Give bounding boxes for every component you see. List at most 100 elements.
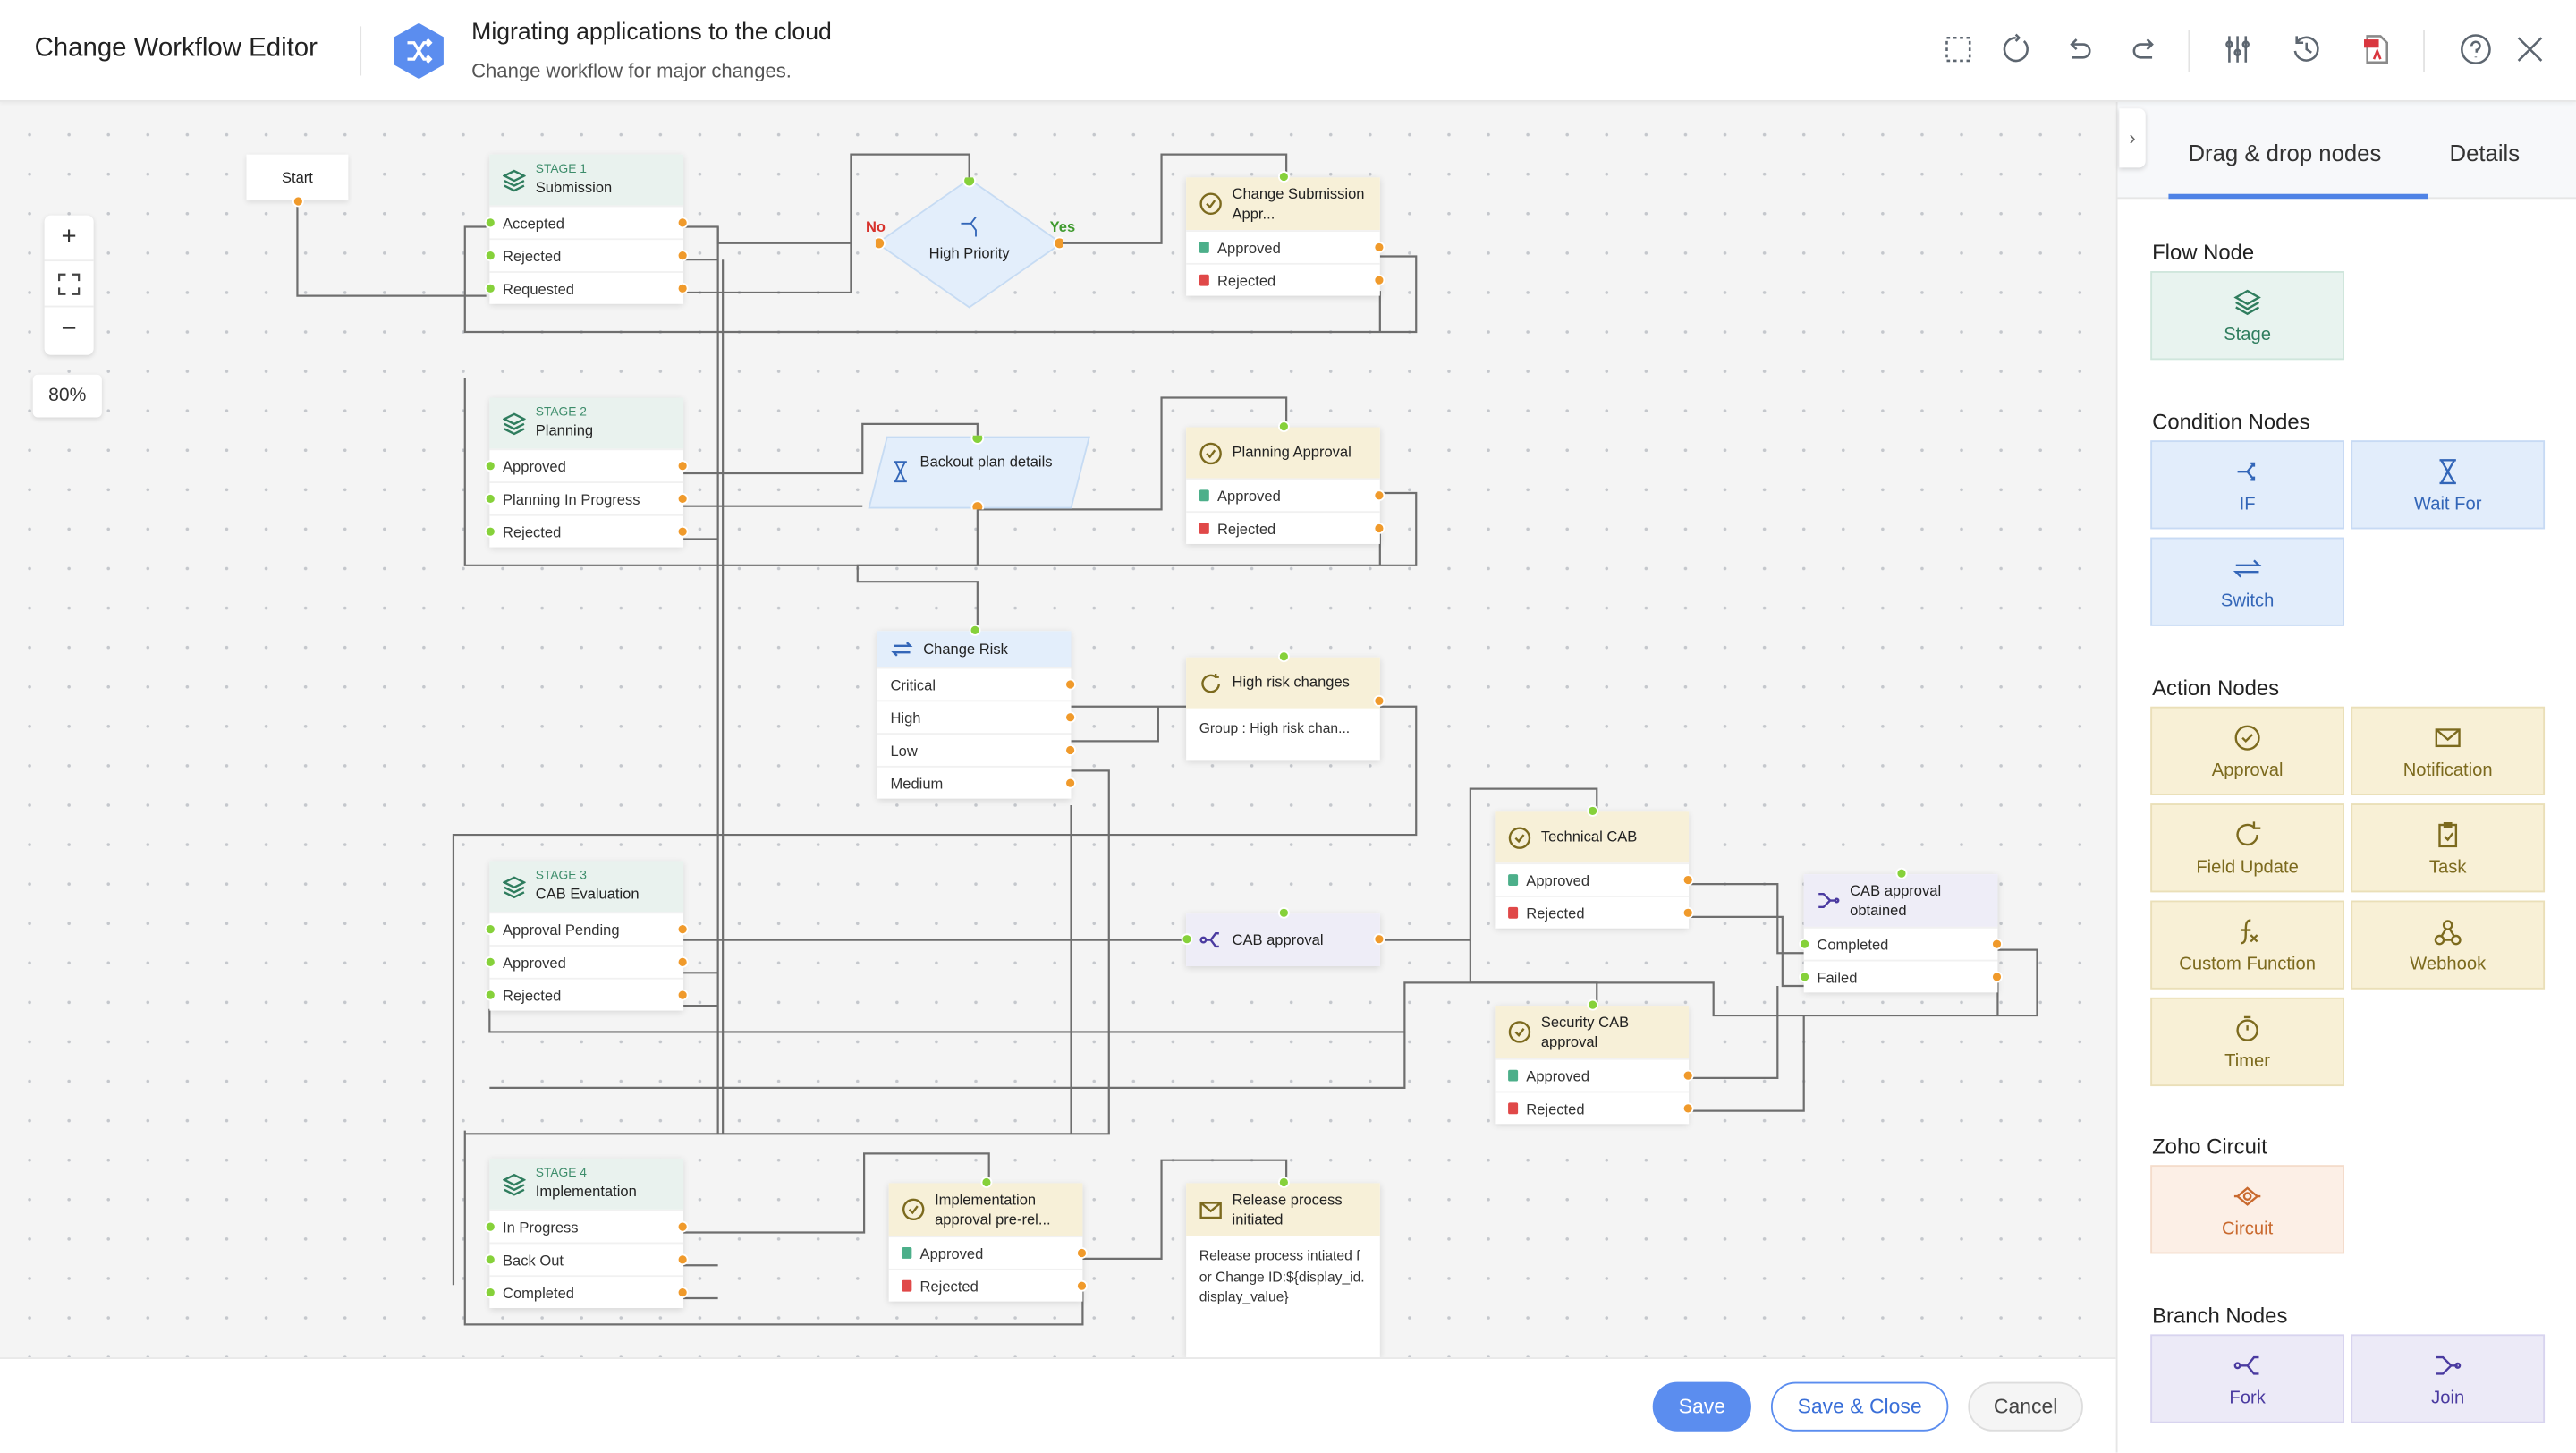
palette-tile-webhook[interactable]: Webhook [2351,900,2546,990]
input-port[interactable] [484,460,496,472]
input-port[interactable] [1277,906,1290,919]
output-port[interactable] [676,460,689,472]
output-port[interactable] [1682,874,1694,886]
output-port[interactable] [1064,711,1077,724]
input-port[interactable] [484,989,496,1001]
collapse-panel-button[interactable]: › [2119,108,2146,168]
output-port[interactable] [676,1253,689,1266]
palette-tile-if[interactable]: IF [2150,440,2344,530]
zoom-in-button[interactable]: + [44,216,94,262]
history-icon[interactable] [2289,31,2325,67]
input-port[interactable] [1587,804,1599,817]
input-port[interactable] [484,956,496,968]
save-button[interactable]: Save [1652,1381,1751,1432]
tab-drag-drop-nodes[interactable]: Drag & drop nodes [2188,140,2382,166]
output-port[interactable] [676,1287,689,1298]
output-port[interactable] [1373,242,1385,254]
output-port[interactable] [1076,1247,1088,1260]
workflow-canvas[interactable]: Start High Priority No Yes Backout plan … [0,101,2116,1358]
input-port[interactable] [980,1177,993,1188]
tab-details[interactable]: Details [2449,140,2521,166]
input-port[interactable] [1277,171,1290,183]
output-port[interactable] [1991,939,2003,951]
decision-node-high-priority[interactable]: High Priority [875,177,1063,309]
save-close-button[interactable]: Save & Close [1770,1381,1949,1432]
pdf-export-icon[interactable] [2358,31,2394,67]
palette-tile-stage[interactable]: Stage [2150,271,2344,361]
palette-tile-approval[interactable]: Approval [2150,706,2344,795]
input-port[interactable] [1799,972,1811,983]
output-port[interactable] [1682,1102,1694,1115]
palette-tile-switch[interactable]: Switch [2150,537,2344,626]
fit-screen-button[interactable] [44,261,94,308]
palette-tile-field-update[interactable]: Field Update [2150,803,2344,893]
palette-tile-fork[interactable]: Fork [2150,1334,2344,1423]
output-port[interactable] [1373,489,1385,502]
output-port[interactable] [1682,1070,1694,1083]
input-port[interactable] [969,624,981,636]
wait-node-backout-plan[interactable]: Backout plan details [868,435,1091,510]
output-port[interactable] [1064,744,1077,756]
output-port[interactable] [676,217,689,229]
cancel-button[interactable]: Cancel [1968,1381,2083,1432]
output-port[interactable] [676,923,689,936]
output-port[interactable] [1682,906,1694,919]
output-port[interactable] [1373,523,1385,534]
palette-tile-wait-for[interactable]: Wait For [2351,440,2546,530]
input-port[interactable] [484,217,496,229]
help-icon[interactable] [2458,31,2494,67]
input-port[interactable] [484,923,496,936]
output-port[interactable] [1991,972,2003,983]
output-port[interactable] [676,525,689,538]
refresh-icon[interactable] [1999,31,2035,67]
output-port[interactable] [1064,678,1077,691]
fork-node-cab-approval[interactable]: CAB approval [1181,906,1385,966]
settings-sliders-icon[interactable] [2219,31,2255,67]
close-icon[interactable] [2512,31,2547,67]
input-port[interactable] [484,493,496,505]
input-port[interactable] [484,1220,496,1233]
input-port[interactable] [1587,998,1599,1011]
output-port[interactable] [1373,694,1385,707]
input-port[interactable] [484,525,496,538]
input-port[interactable] [1277,1177,1290,1188]
output-port[interactable] [676,1220,689,1233]
input-port[interactable] [1181,933,1193,946]
output-port[interactable] [676,493,689,505]
palette-tile-timer[interactable]: Timer [2150,997,2344,1087]
palette-tile-task[interactable]: Task [2351,803,2546,893]
select-area-icon[interactable] [1940,31,1976,67]
start-output-port[interactable] [292,195,304,208]
input-port[interactable] [1895,867,1908,879]
output-port[interactable] [676,989,689,1001]
output-port[interactable] [676,282,689,294]
start-node[interactable]: Start [246,154,349,201]
palette-tile-notification[interactable]: Notification [2351,706,2546,795]
input-port[interactable] [1277,650,1290,663]
zoom-out-button[interactable]: − [61,315,77,344]
palette-tile-circuit[interactable]: Circuit [2150,1165,2344,1254]
input-port[interactable] [484,1287,496,1298]
input-port[interactable] [1277,421,1290,433]
output-port[interactable] [676,250,689,262]
redo-icon[interactable] [2126,31,2162,67]
output-port[interactable] [676,956,689,968]
palette-tile-join[interactable]: Join [2351,1334,2546,1423]
output-port[interactable] [1076,1280,1088,1293]
output-port[interactable] [1373,275,1385,287]
palette-tile-custom-function[interactable]: Custom Function [2150,900,2344,990]
output-port[interactable] [1064,777,1077,789]
input-port[interactable] [484,250,496,262]
input-port[interactable] [1799,939,1811,951]
